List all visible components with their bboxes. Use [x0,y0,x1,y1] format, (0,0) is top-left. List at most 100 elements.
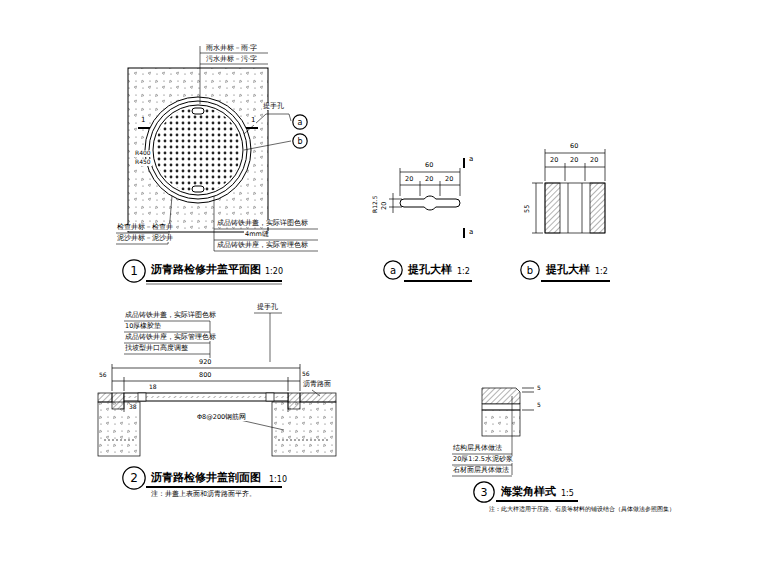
note-label: 结构层具体做法 [452,445,503,452]
callout-letter: b [292,133,308,149]
leader-line [124,354,210,355]
note-label: 找坡型井口高度调整 [124,345,189,352]
leader-line [289,114,291,121]
dimension: 20 [404,176,414,183]
hole-outline [545,183,605,233]
dimension: 20 [569,157,579,164]
dimension-line [112,368,300,369]
dimension: 20 [589,157,599,164]
callout-letter: 1 [122,259,146,283]
circle-outline [123,467,145,489]
view-title: 提孔大样 [545,264,591,276]
view-title: 提孔大样 [407,264,453,276]
extension-line [532,183,543,184]
note-label: 泥沙井标－泥沙井 [116,235,174,242]
title-underline [146,486,282,488]
extension-line [420,181,421,196]
note-label: 注：井盖上表面和沥青路面平齐。 [150,491,257,498]
structure-layer [482,410,520,436]
scale-label: 1:20 [264,268,284,277]
dimension: 18 [148,384,158,391]
note-label: 10厚橡胶垫 [124,323,162,330]
leader-line [200,64,268,65]
note-label: Φ8@200钢筋网 [196,414,247,421]
extension-line [545,149,546,181]
circle-outline [293,115,307,129]
dimension-line [112,381,300,382]
frame-edge [124,401,125,412]
callout-circle: a [292,114,308,130]
radius-dimension: R450 [134,159,152,166]
section-mark [246,127,258,129]
dimension: 56 [98,372,108,379]
circle-outline [293,134,307,148]
callout-letter: b [520,260,540,280]
extension-line [124,377,125,391]
frame-seat [112,393,124,409]
callout-letter: a [383,260,403,280]
leader-line [124,332,210,333]
note-label: 成品铸铁井座，实际管理色标 [124,334,217,341]
lift-hole [266,393,274,401]
note-label: 4mm缝 [244,231,270,238]
rebar-mesh [278,440,330,441]
title-underline [404,280,472,282]
dimension: 20 [549,157,559,164]
note-label: 雨水井标－雨·字 [205,45,258,52]
leader-line [244,141,291,150]
hole-edge [582,183,583,233]
frame-outer [145,97,251,203]
callout-circle: 2 [122,466,146,490]
view-title: 沥青路检修井盖平面图 [150,264,262,276]
frame-inner [149,101,247,199]
extension-line [112,364,113,391]
note-label: 提手孔 [262,103,285,110]
leader-line [512,396,513,475]
plate-section [590,183,605,233]
note-label: 沥青路面 [302,381,332,388]
leader-line [452,465,512,466]
extension-line [440,181,441,196]
section-view [98,313,336,487]
extension-line [288,377,289,391]
callout-circle: 3 [473,481,495,503]
scale-label: 1:2 [594,268,609,277]
section-mark [463,158,465,168]
frame-edge [288,401,289,412]
note-label: 20厚1:2.5水泥砂浆 [452,456,514,463]
callout-circle: b [292,133,308,149]
extension-line [565,163,566,181]
callout-letter: 3 [473,481,495,503]
section-mark [138,127,150,129]
leader-line [214,229,318,230]
dimension: 5 [536,385,542,392]
extension-line [605,149,606,181]
title-underline [496,500,578,502]
dimension: 920 [198,359,212,366]
hole-edge [568,183,569,233]
extension-line [522,410,534,411]
note-label: 污水井标－污·字 [205,56,258,63]
view-title: 沥青路检修井盖剖面图 [150,472,262,484]
leader-line [200,46,201,104]
concrete-surround [128,68,268,232]
leader-line [240,420,284,430]
frame-seat [288,393,300,409]
dimension-line [400,172,460,173]
leader-line [200,53,268,54]
plan-view [116,46,318,284]
callout-circle: a [383,260,403,280]
leader-line [452,476,512,477]
extension-line [532,233,543,234]
note-label: 成品铸铁井座，实际管理色标 [216,242,309,249]
dimension: 5 [536,402,542,409]
section-letter: a [468,156,474,164]
dimension: 20 [424,176,434,183]
dimension-line [545,167,605,168]
leader-line [266,114,289,115]
leader-line [452,454,512,455]
section-mark [463,228,465,238]
note-label: 注：此大样适用于压路、石质等材料的铺设结合（具体做法参照图集） [488,506,676,512]
